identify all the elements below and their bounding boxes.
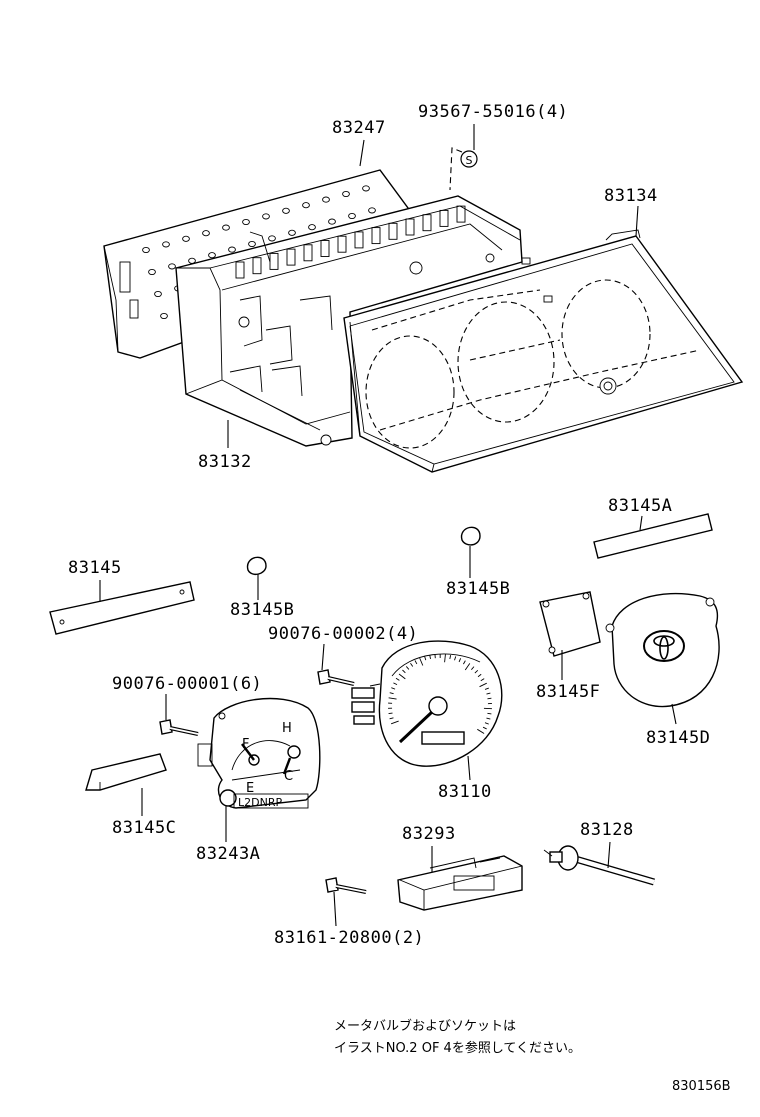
note-line-2: イラストNO.2 OF 4を参照してください。 xyxy=(334,1040,581,1056)
indicator-83293 xyxy=(398,856,522,910)
label-83128: 83128 xyxy=(580,820,634,840)
label-83293: 83293 xyxy=(402,824,456,844)
cap-83145b-left xyxy=(248,557,266,574)
speedometer-83110 xyxy=(352,641,502,766)
label-93567-55016: 93567-55016(4) xyxy=(418,102,568,122)
screw-symbol-letter: S xyxy=(466,154,473,167)
label-83134: 83134 xyxy=(604,186,658,206)
label-83145c: 83145C xyxy=(112,818,176,838)
gauge-letter-c: C xyxy=(284,769,293,784)
gauge-letter-h: H xyxy=(282,721,292,736)
label-83161-20800: 83161-20800(2) xyxy=(274,928,424,948)
gauge-letter-e: E xyxy=(246,781,254,796)
plate-83145f xyxy=(540,592,600,656)
screw-90076-00001 xyxy=(160,720,198,734)
combination-meter-83243a: F H E C L2DNRP xyxy=(198,699,320,809)
socket-83128 xyxy=(544,846,654,882)
note-line-1: メータバルブおよびソケットは xyxy=(334,1018,516,1034)
gear-indicator-text: L2DNRP xyxy=(238,796,282,809)
label-90076-00002: 90076-00002(4) xyxy=(268,624,418,644)
plate-83145 xyxy=(50,582,194,634)
figure-code: 830156B xyxy=(672,1079,731,1094)
label-90076-00001: 90076-00001(6) xyxy=(112,674,262,694)
plate-83145a xyxy=(594,514,712,558)
label-83145a: 83145A xyxy=(608,496,672,516)
screw-90076-00002 xyxy=(318,670,354,684)
label-83243a: 83243A xyxy=(196,844,260,864)
label-83145f: 83145F xyxy=(536,682,600,702)
label-83247: 83247 xyxy=(332,118,386,138)
label-83132: 83132 xyxy=(198,452,252,472)
label-83145d: 83145D xyxy=(646,728,710,748)
label-83145: 83145 xyxy=(68,558,122,578)
screw-symbol-93567: S xyxy=(461,151,477,167)
reference-note: メータバルブおよびソケットは イラストNO.2 OF 4を参照してください。 xyxy=(334,1018,581,1056)
label-83145b-left: 83145B xyxy=(230,600,294,620)
gauge-letter-f: F xyxy=(242,737,249,752)
plate-83145c xyxy=(86,754,166,790)
label-83145b-right: 83145B xyxy=(446,579,510,599)
label-83110: 83110 xyxy=(438,782,492,802)
cap-83145b-right xyxy=(462,527,480,545)
screw-83161 xyxy=(326,878,366,892)
dial-83145d xyxy=(606,594,719,707)
